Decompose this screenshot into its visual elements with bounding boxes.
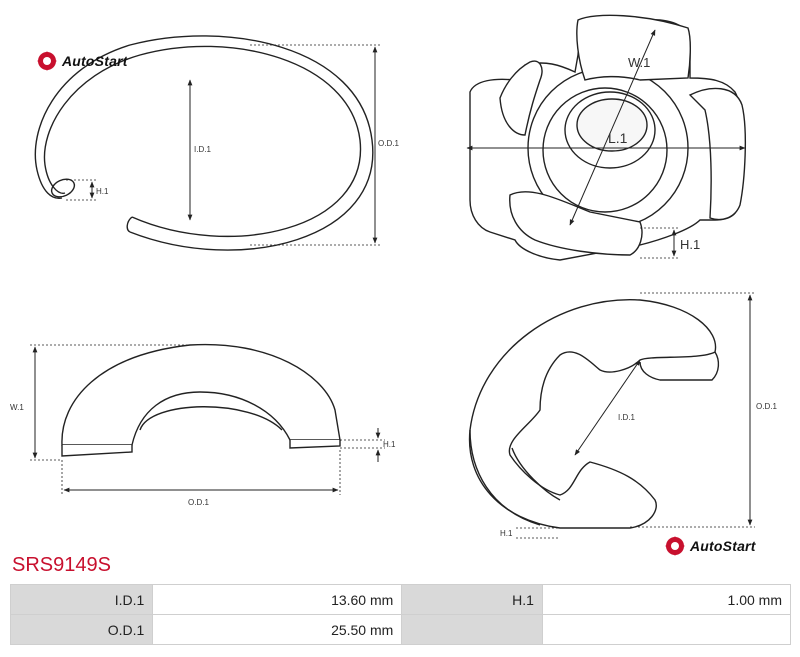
cap-tab-right bbox=[688, 87, 747, 221]
table-row: O.D.1 25.50 mm bbox=[9, 614, 792, 645]
spec-value bbox=[541, 614, 792, 645]
spec-value: 13.60 mm bbox=[152, 584, 403, 615]
cap-side-h-label: H.1 bbox=[383, 440, 396, 449]
cap-tab-top bbox=[576, 14, 691, 81]
table-row: I.D.1 13.60 mm H.1 1.00 mm bbox=[9, 584, 792, 615]
spec-label: H.1 bbox=[401, 584, 543, 615]
ring-h-label: H.1 bbox=[96, 187, 109, 196]
spec-value: 1.00 mm bbox=[541, 584, 792, 615]
spec-table: I.D.1 13.60 mm H.1 1.00 mm O.D.1 25.50 m… bbox=[9, 584, 792, 645]
ring-od-label: O.D.1 bbox=[378, 139, 399, 148]
cap-side-od-label: O.D.1 bbox=[188, 498, 209, 507]
cap-top-outline bbox=[468, 299, 717, 529]
cap-top-od-label: O.D.1 bbox=[756, 402, 777, 411]
ring-id-label: I.D.1 bbox=[194, 145, 211, 154]
spec-label bbox=[401, 614, 543, 645]
brand-logo-bottom: AutoStart bbox=[664, 535, 756, 557]
part-number: SRS9149S bbox=[12, 554, 111, 576]
cap-iso-w-label: W.1 bbox=[628, 55, 650, 70]
cap-iso-h-label: H.1 bbox=[680, 237, 700, 252]
cap-top-view bbox=[468, 299, 720, 529]
ring-inner bbox=[34, 35, 374, 251]
brand-name: AutoStart bbox=[62, 53, 128, 69]
spec-label: O.D.1 bbox=[9, 614, 154, 645]
brand-name: AutoStart bbox=[690, 538, 756, 554]
spec-label: I.D.1 bbox=[9, 584, 154, 615]
brand-logo-top: AutoStart bbox=[36, 50, 128, 72]
cap-iso-l-label: L.1 bbox=[608, 130, 628, 146]
cap-side-w-label: W.1 bbox=[10, 403, 24, 412]
cap-top-h-label: H.1 bbox=[500, 529, 513, 538]
technical-drawing: I.D.1 O.D.1 H.1 W.1 L.1 H.1 bbox=[10, 14, 777, 539]
cap-top-id-label: I.D.1 bbox=[618, 413, 635, 422]
cap-tab-left bbox=[499, 60, 543, 136]
ring-view bbox=[34, 35, 380, 251]
ring-outer bbox=[43, 45, 362, 238]
spec-value: 25.50 mm bbox=[152, 614, 403, 645]
cap-side-view bbox=[61, 343, 341, 457]
ring-end-section bbox=[50, 178, 76, 198]
autostart-logo-icon bbox=[665, 536, 685, 556]
autostart-logo-icon bbox=[37, 51, 57, 71]
cap-side-outline bbox=[61, 343, 341, 446]
